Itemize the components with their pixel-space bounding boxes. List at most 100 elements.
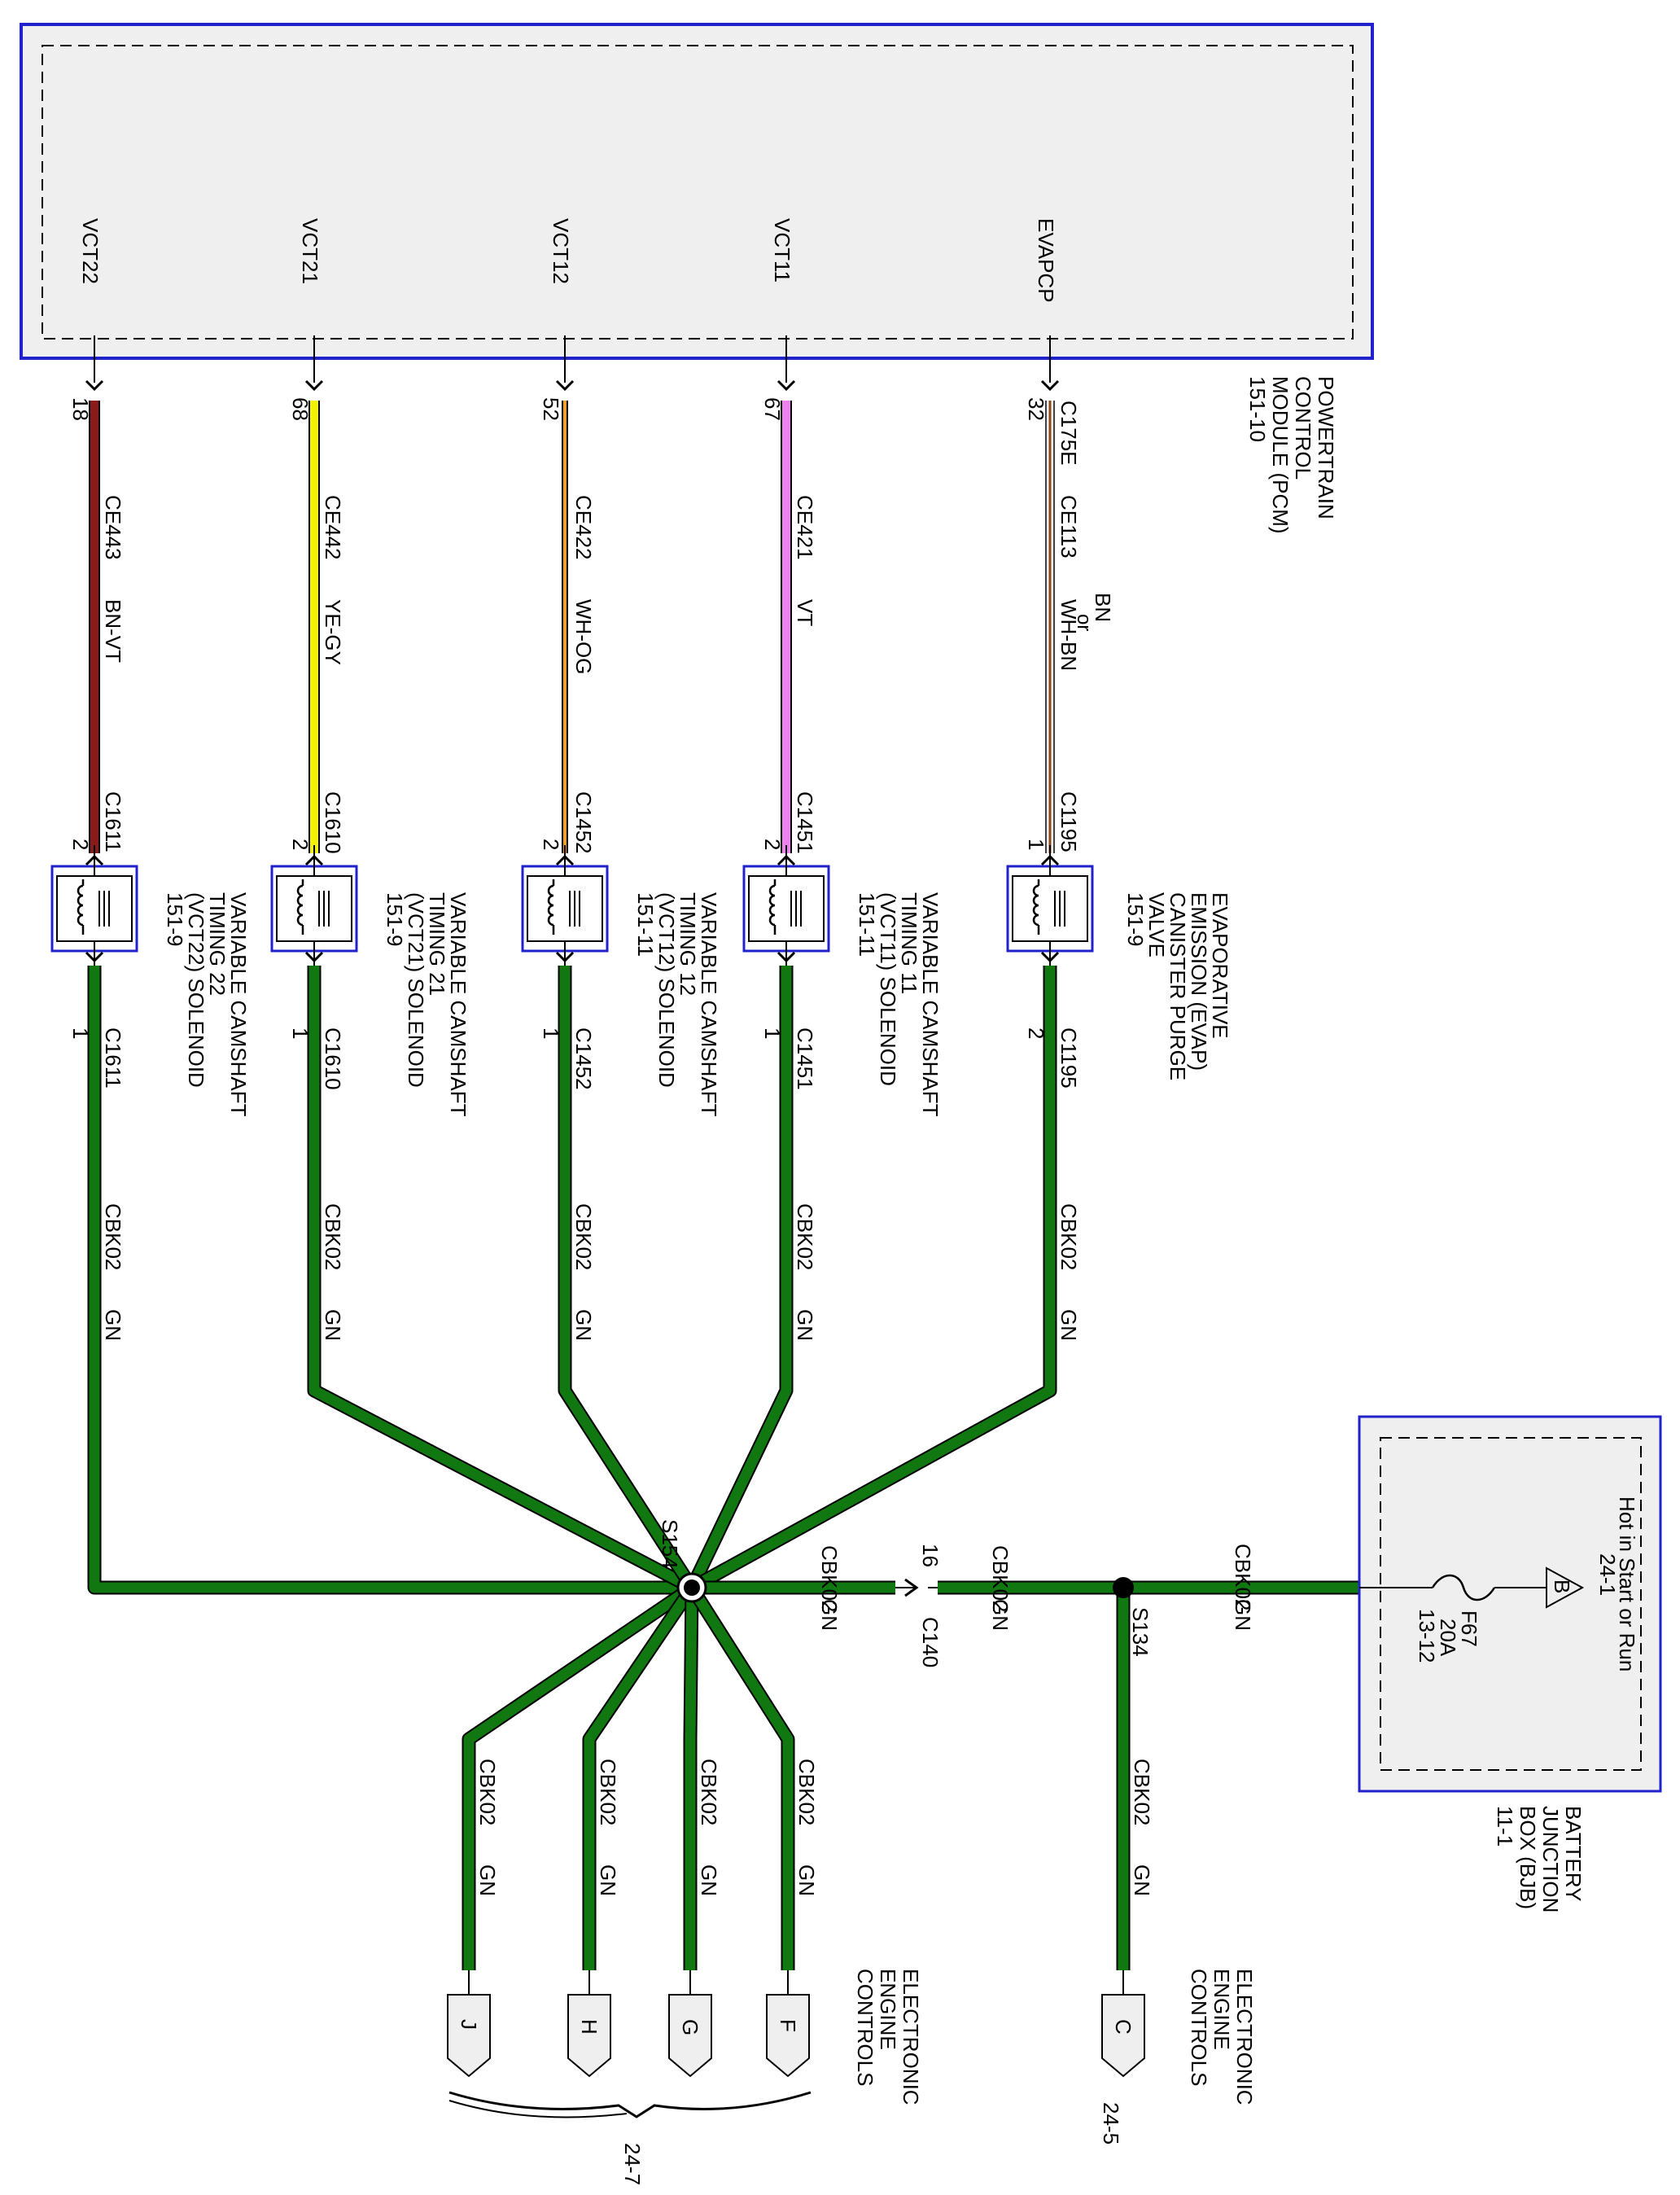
signal-wire [90, 401, 98, 853]
c140-connector-label: C140 [918, 1617, 943, 1667]
component-name-line-5: 151-9 [1123, 892, 1148, 947]
component-connector-label-top: C1451 [793, 791, 817, 854]
pcm-connector-chevron [555, 379, 575, 392]
component-pin-top: 2 [288, 839, 313, 850]
signal-wire [310, 401, 318, 853]
page-ref-letter: C [1111, 2019, 1135, 2035]
reference-title-line-2: ENGINE [1210, 1969, 1234, 2050]
power-source-text: Hot in Start or Run [1615, 1496, 1639, 1671]
component-connector-label-top: C1611 [101, 791, 125, 852]
component-name-line-1: VARIABLE CAMSHAFT [697, 892, 721, 1117]
pcm-pin-label-vct11: VCT11 [770, 218, 794, 283]
bus-seg2-circuit: CBK02 [988, 1545, 1013, 1612]
bus-seg2-color: GN [988, 1599, 1013, 1631]
pcm-connector-chevron [85, 379, 104, 392]
ground-circuit-label: CBK02 [321, 1203, 345, 1270]
branch-color-label: GN [794, 1864, 819, 1896]
component-pin-bottom: 2 [1024, 1027, 1048, 1039]
branch-wire [687, 1584, 794, 1970]
bjb-label-line-3: BOX (BJB) [1516, 1806, 1540, 1909]
component-name-line-3: (VCT21) SOLENOID [404, 892, 428, 1088]
pcm-module [20, 23, 1374, 360]
reference-brace-shadow [448, 2100, 628, 2118]
pcm-pin-label-evapcp: EVAPCP [1034, 218, 1058, 303]
page-ref-pentagon [668, 1994, 712, 2078]
ground-color-label: GN [321, 1309, 345, 1341]
component-connector-label-top: C1195 [1057, 791, 1081, 852]
branch-wire [685, 1587, 698, 1970]
component-name-line-4: 151-9 [163, 892, 187, 947]
component-connector-label-top: C1610 [321, 791, 345, 854]
page-ref-connector-j: J [447, 1970, 491, 2078]
power-source-triangle-icon [1546, 1566, 1585, 1609]
branch-color-label: GN [697, 1864, 721, 1896]
ground-circuit-label: CBK02 [571, 1203, 596, 1270]
bjb-label-line-1: BATTERY [1561, 1806, 1586, 1902]
component-name-line-3: (VCT11) SOLENOID [876, 892, 900, 1086]
splice-s134-circuit: CBK02 [1130, 1759, 1154, 1825]
circuit-id-label: CE443 [101, 495, 125, 560]
ground-color-label: GN [793, 1309, 817, 1341]
fuse-name: F67 [1457, 1610, 1481, 1647]
ground-circuit-label: CBK02 [1057, 1203, 1081, 1270]
solenoid-coil-icon [1011, 874, 1089, 943]
page-ref-connector-f: F [766, 1970, 810, 2078]
solenoid-coil-icon [275, 874, 353, 943]
ground-color-label: GN [1057, 1309, 1081, 1341]
circuit-id-label: CE422 [571, 495, 596, 560]
component-name-line-4: 151-11 [633, 892, 658, 957]
fuse-rating: 20A [1436, 1619, 1460, 1657]
bjb-label-line-4: 11-1 [1493, 1806, 1517, 1847]
component-name-line-1: VARIABLE CAMSHAFT [446, 892, 470, 1117]
branch-circuit-label: CBK02 [794, 1759, 819, 1825]
bjb-label: BATTERY JUNCTION BOX (BJB) 11-1 [1493, 1806, 1586, 1912]
component-pin-bottom: 1 [68, 1027, 93, 1039]
wire-color-or-label: or [1073, 614, 1095, 631]
pcm-pin-label-vct12: VCT12 [549, 218, 573, 284]
component-name-line-4: VALVE [1144, 892, 1169, 957]
splice-s134-label: S134 [1128, 1607, 1153, 1657]
component-connector-chevron-bottom [777, 951, 796, 963]
circuit-id-label: CE113 [1057, 495, 1081, 559]
circuit-id-label: CE442 [321, 495, 345, 560]
component-name-line-1: VARIABLE CAMSHAFT [918, 892, 943, 1117]
fuse-icon [1431, 1574, 1496, 1601]
c140-pin-label: 16 [918, 1544, 943, 1567]
reference-title-line-3: CONTROLS [1187, 1969, 1211, 2086]
power-source-letter: B [1550, 1579, 1574, 1593]
signal-wire [782, 401, 790, 853]
signal-wire [563, 401, 567, 853]
component-name-line-4: 151-9 [383, 892, 407, 947]
wire-color-label: YE-GY [321, 599, 345, 665]
component-name-line-2: TIMING 12 [676, 892, 700, 996]
branch-color-label: GN [475, 1864, 500, 1896]
page-ref-pentagon [567, 1994, 611, 2078]
component-name-line-1: EVAPORATIVE [1208, 892, 1232, 1039]
solenoid-coil-icon [526, 874, 604, 943]
pcm-connector-chevron [1040, 379, 1060, 392]
reference-page-24-7: 24-7 [620, 2143, 645, 2185]
bus-seg3-color: GN [1231, 1599, 1255, 1631]
branch-color-label: GN [596, 1864, 620, 1896]
ground-wire [687, 966, 792, 1590]
component-name-line-2: TIMING 21 [425, 892, 449, 996]
connector-c175e-label: C175E [1057, 401, 1081, 466]
ground-wire [308, 966, 695, 1593]
ground-wire [689, 966, 1056, 1593]
component-pin-top: 2 [539, 839, 563, 850]
component-name-line-2: EMISSION (EVAP) [1187, 892, 1211, 1071]
component-pin-bottom: 1 [288, 1027, 313, 1039]
pcm-label: POWERTRAIN CONTROL MODULE (PCM) 151-10 [1245, 376, 1338, 534]
ground-color-label: GN [101, 1309, 125, 1341]
splice-s154-dot [684, 1579, 700, 1596]
power-source-ref: 24-1 [1595, 1553, 1620, 1596]
pcm-label-line-4: 151-10 [1245, 376, 1270, 442]
component-name-line-2: TIMING 22 [205, 892, 230, 996]
bus-seg1-circuit: CBK02 [817, 1545, 842, 1612]
component-pin-top: 2 [760, 839, 785, 850]
